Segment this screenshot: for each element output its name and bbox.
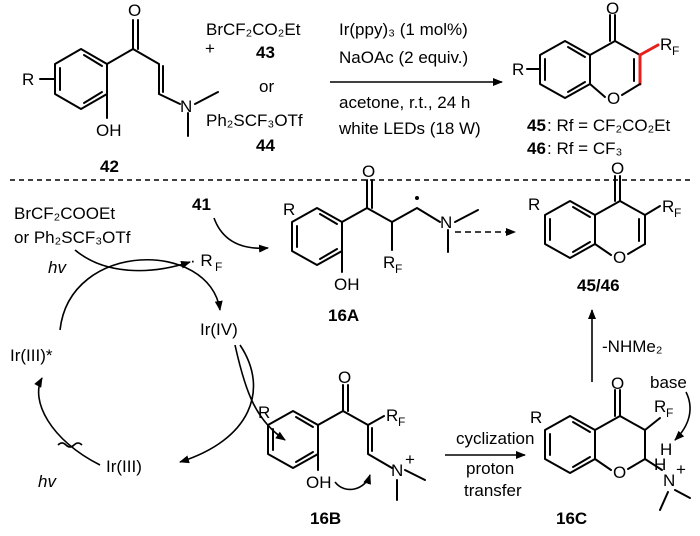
intermediate-16c-label: 16C: [556, 509, 587, 528]
addition-arrow: [213, 217, 269, 253]
product-45-46: R O R F O: [528, 159, 681, 267]
svg-text:F: F: [666, 406, 673, 420]
svg-text:R: R: [258, 403, 270, 422]
elimination-label: -NHMe₂: [602, 337, 662, 356]
svg-text:R: R: [528, 195, 540, 214]
condition-light: white LEDs (18 W): [338, 119, 481, 138]
svg-text:N: N: [663, 471, 675, 490]
svg-text:O: O: [611, 374, 624, 393]
r-substituent: R: [22, 70, 34, 89]
reagent-44: Ph₂SCF₃OTf: [206, 111, 303, 130]
step-cyclization: cyclization: [456, 429, 534, 448]
reagent-43-label: 43: [256, 43, 275, 62]
plus-sign: +: [205, 39, 215, 58]
svg-text:O: O: [362, 162, 375, 181]
chromone-product: R O O R F: [512, 0, 679, 108]
product-45-46-label: 45/46: [577, 276, 620, 295]
svg-text:R: R: [386, 406, 398, 425]
svg-text:R: R: [654, 397, 666, 416]
ir-iii-star: Ir(III)*: [10, 346, 53, 365]
svg-text:H: H: [654, 455, 666, 474]
svg-text:O: O: [338, 368, 351, 387]
svg-text:N: N: [391, 461, 403, 480]
hv-label-2: hv: [38, 472, 57, 491]
svg-text:F: F: [672, 44, 679, 58]
cycle-arrow-left: [34, 377, 101, 466]
radical-generation-arrow: [74, 249, 191, 272]
intermediate-16a-label: 16A: [328, 306, 359, 325]
intermediate-16a: R O OH R F N: [283, 162, 479, 294]
reagent-44-label: 44: [256, 136, 275, 155]
svg-text:O: O: [611, 159, 624, 178]
svg-text:R: R: [660, 35, 672, 54]
svg-text:R: R: [530, 408, 542, 427]
svg-text:F: F: [674, 206, 681, 220]
svg-text:OH: OH: [306, 473, 332, 492]
svg-text:F: F: [395, 262, 402, 276]
cyclization-curved-arrow: [334, 474, 371, 491]
deprotonation-arrow: [674, 391, 691, 441]
mech-reagent-2: or Ph₂SCF₃OTf: [14, 228, 131, 247]
svg-text:O: O: [613, 463, 626, 482]
intermediate-16c: R O R F H O N + H base: [530, 373, 691, 511]
base-label: base: [650, 373, 687, 392]
ir-iv: Ir(IV): [200, 320, 238, 339]
svg-text:H: H: [660, 440, 672, 459]
reagent-43: BrCF₂CO₂Et: [206, 20, 301, 39]
condition-solvent: acetone, r.t., 24 h: [339, 93, 470, 112]
product-46-desc: : Rf = CF₃: [547, 139, 622, 158]
svg-text:R: R: [283, 200, 295, 219]
carbonyl-oxygen: O: [128, 1, 141, 20]
svg-text:+: +: [405, 450, 415, 469]
radical-rf: · R: [190, 251, 213, 270]
product-45-desc: : Rf = CF₂CO₂Et: [547, 116, 671, 135]
svg-text:R: R: [662, 197, 674, 216]
hydroxyl: OH: [96, 121, 122, 140]
compound-42: R O OH N + 42: [22, 1, 219, 176]
substrate-41: 41: [192, 195, 211, 214]
condition-base: NaOAc (2 equiv.): [339, 48, 468, 67]
or-label: or: [259, 77, 274, 96]
cycle-arrow-top: [59, 259, 223, 331]
step-transfer: transfer: [464, 481, 522, 500]
intermediate-16b: R O R F OH N +: [258, 368, 426, 501]
amine-nitrogen: N: [180, 97, 192, 116]
svg-text:R: R: [383, 253, 395, 272]
condition-catalyst: Ir(ppy)₃ (1 mol%): [339, 20, 468, 39]
svg-text:F: F: [215, 260, 222, 274]
light-wave: [57, 442, 83, 448]
product-45-label: 45: [527, 116, 546, 135]
svg-text:R: R: [512, 60, 524, 79]
product-46-label: 46: [527, 139, 546, 158]
svg-text:O: O: [607, 89, 620, 108]
cycle-arrow-right: [179, 344, 255, 464]
intermediate-16b-label: 16B: [310, 509, 341, 528]
compound-42-label: 42: [100, 157, 119, 176]
hv-label-1: hv: [48, 258, 67, 277]
mech-reagent-1: BrCF₂COOEt: [14, 204, 115, 223]
svg-text:+: +: [676, 460, 686, 479]
svg-text:F: F: [398, 415, 405, 429]
svg-text:O: O: [606, 0, 619, 18]
ir-iii: Ir(III): [106, 457, 142, 476]
svg-text:O: O: [613, 248, 626, 267]
oxidation-arrow: [234, 344, 286, 441]
step-proton: proton: [466, 459, 514, 478]
svg-text:N: N: [440, 213, 452, 232]
svg-text:OH: OH: [334, 275, 360, 294]
